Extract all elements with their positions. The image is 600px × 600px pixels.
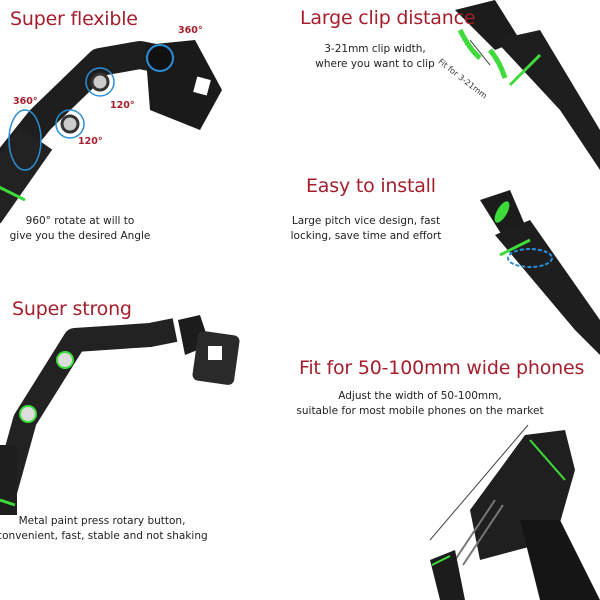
- caption-line: suitable for most mobile phones on the m…: [296, 405, 544, 417]
- title-super-flexible: Super flexible: [10, 8, 138, 30]
- angle-label: 360°: [178, 25, 203, 36]
- install-image: [480, 190, 600, 355]
- caption-line: where you want to clip: [315, 58, 435, 70]
- caption-line: convenient, fast, stable and not shaking: [0, 530, 208, 542]
- caption-super-strong: Metal paint press rotary button, conveni…: [0, 514, 208, 544]
- caption-easy-to-install: Large pitch vice design, fast locking, s…: [291, 214, 442, 244]
- caption-line: Metal paint press rotary button,: [18, 515, 186, 527]
- title-large-clip-distance: Large clip distance: [300, 7, 476, 29]
- flexible-arm-image: [0, 40, 222, 224]
- caption-line: locking, save time and effort: [290, 230, 442, 242]
- caption-line: 960° rotate at will to: [25, 215, 135, 227]
- strong-arm-image: [0, 315, 240, 515]
- caption-line: give you the desired Angle: [9, 230, 151, 242]
- title-super-strong: Super strong: [12, 298, 132, 320]
- angle-label: 120°: [110, 100, 135, 111]
- angle-label: 120°: [78, 136, 103, 147]
- caption-large-clip-distance: 3-21mm clip width, where you want to cli…: [315, 42, 435, 72]
- title-easy-to-install: Easy to install: [306, 175, 436, 197]
- title-fit-phones: Fit for 50-100mm wide phones: [299, 357, 585, 379]
- caption-fit-phones: Adjust the width of 50-100mm, suitable f…: [296, 389, 543, 419]
- caption-line: 3-21mm clip width,: [324, 43, 426, 55]
- angle-label: 360°: [13, 96, 38, 107]
- caption-line: Adjust the width of 50-100mm,: [338, 390, 502, 402]
- phone-holder-image: [429, 424, 600, 600]
- clip-image: [455, 0, 600, 170]
- caption-line: Large pitch vice design, fast: [291, 215, 441, 227]
- caption-super-flexible: 960° rotate at will to give you the desi…: [10, 214, 151, 244]
